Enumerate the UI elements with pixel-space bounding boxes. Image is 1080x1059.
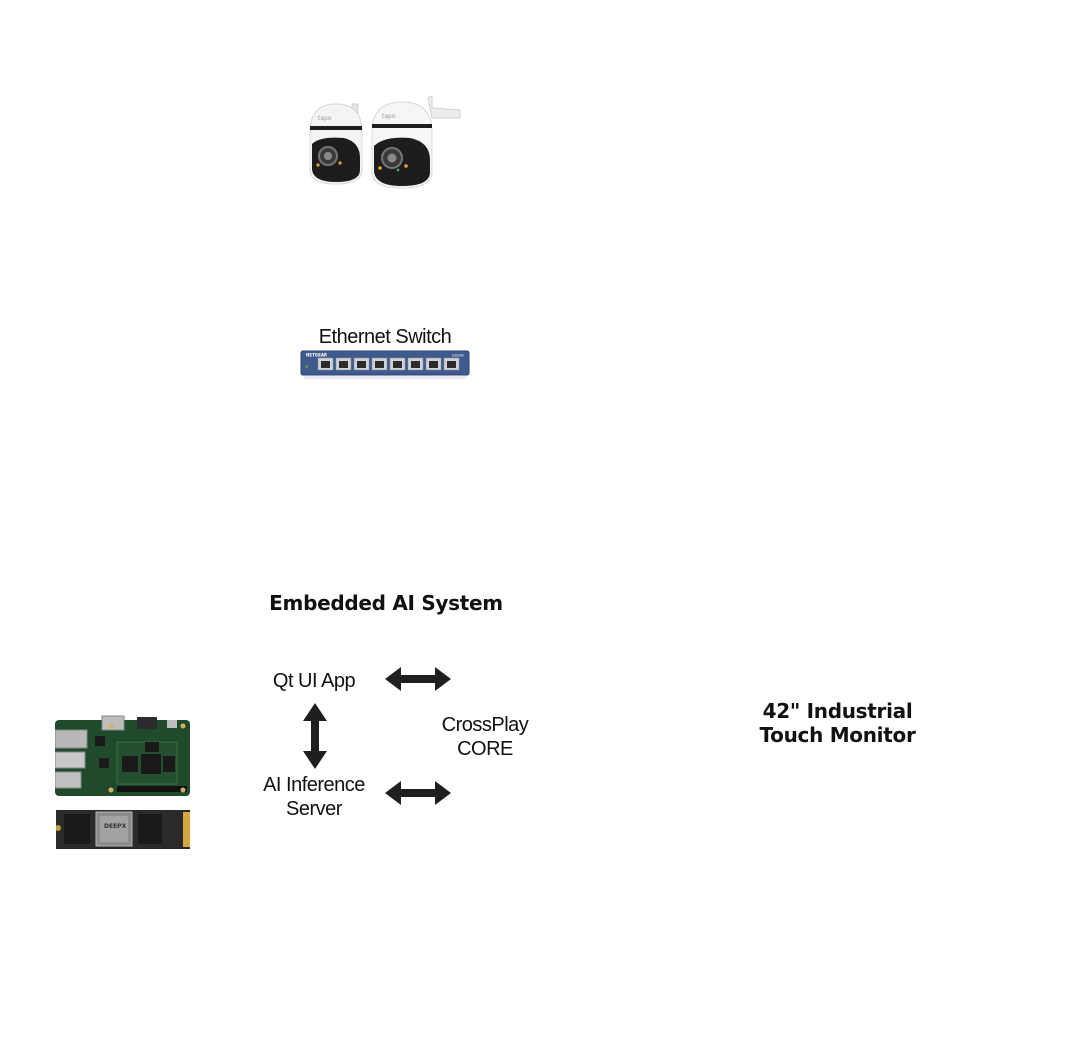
chip-brand-text: DEEPX xyxy=(104,823,127,830)
crossplay-core-line1: CrossPlay xyxy=(441,714,529,736)
ai-inference-server-line2: Server xyxy=(286,798,342,820)
network-switch-icon: NETGEAR GS108 xyxy=(300,350,470,379)
single-board-computer-image xyxy=(55,714,190,796)
touch-monitor-line1: 42" Industrial xyxy=(762,699,913,723)
ai-inference-server-label: AI Inference Server xyxy=(252,773,376,821)
camera-icon: tapo tapo xyxy=(309,95,461,189)
touch-monitor-line2: Touch Monitor xyxy=(759,723,916,747)
double-arrow-horizontal-icon xyxy=(385,667,451,691)
svg-text:NETGEAR: NETGEAR xyxy=(306,353,327,358)
arrow-ai-server-to-core xyxy=(385,781,451,805)
ai-accelerator-card-image: DEEPX xyxy=(56,810,190,849)
crossplay-core-line2: CORE xyxy=(457,738,513,760)
crossplay-core-label: CrossPlay CORE xyxy=(430,713,540,761)
arrow-qt-to-core xyxy=(385,667,451,691)
double-arrow-horizontal-icon xyxy=(385,781,451,805)
accelerator-chip-icon: DEEPX xyxy=(56,810,190,849)
double-arrow-vertical-icon xyxy=(303,703,327,769)
ai-inference-server-line1: AI Inference xyxy=(263,774,365,796)
touch-monitor-label: 42" Industrial Touch Monitor xyxy=(735,699,940,747)
svg-text:tapo: tapo xyxy=(382,113,396,120)
arrow-qt-to-ai-server xyxy=(303,703,327,769)
embedded-ai-system-title: Embedded AI System xyxy=(269,591,503,615)
security-cameras-image: tapo tapo xyxy=(300,92,465,192)
circuit-board-icon xyxy=(55,715,190,796)
ethernet-switch-image: NETGEAR GS108 xyxy=(300,350,470,380)
svg-text:GS108: GS108 xyxy=(452,354,464,358)
ethernet-switch-label: Ethernet Switch xyxy=(318,326,452,348)
qt-ui-app-label: Qt UI App xyxy=(272,670,356,692)
camera-brand-text: tapo xyxy=(318,115,332,122)
